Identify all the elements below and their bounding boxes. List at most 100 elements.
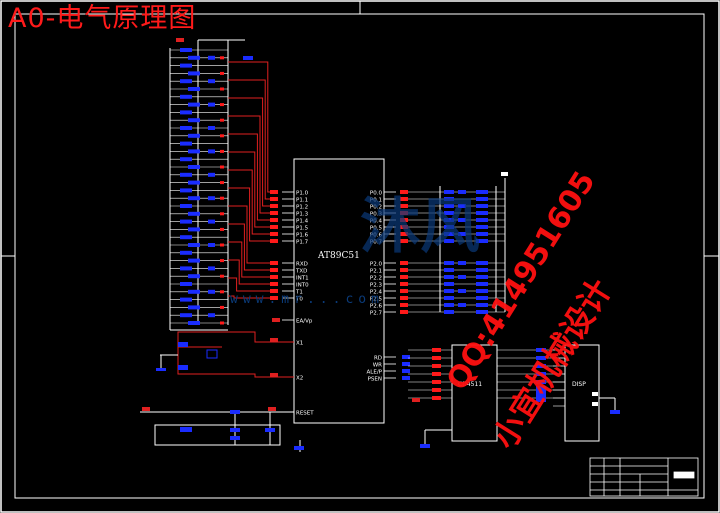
resistor-element [536,398,546,402]
resistor-element [444,261,454,265]
mcu-pin-pad [400,232,408,236]
wire [228,187,270,242]
mcu-pin-pad [400,239,408,243]
mcu-pin-pad [270,275,278,279]
mcu-pin-label: T0 [295,297,303,303]
resistor-element [458,190,466,194]
resistor-element [208,196,215,201]
junction-pad [220,274,224,278]
switch-element [180,48,192,52]
resistor-element [476,204,488,208]
junction-pad [220,118,224,122]
mcu-pin-pad [270,225,278,229]
mcu-name: AT89C51 [317,251,360,261]
resistor-element [458,303,466,307]
mcu-pin-label: RESET [296,411,314,417]
switch-element [180,94,192,99]
switch-element [180,79,192,84]
mcu-pin-pad [400,211,408,215]
mcu-pin-label: EA/Vp [296,319,313,325]
resistor-element [444,296,454,300]
junction-pad [220,305,224,309]
switch-element [180,63,192,68]
switch-element [188,243,200,247]
mcu-pin-label: P2.5 [370,297,383,303]
switch-element [188,196,200,201]
disp-body [564,344,600,442]
mcu-pin-pad [400,197,408,201]
junction-pad [220,165,224,169]
mcu-pin-pad [270,218,278,222]
switch-element [188,102,200,107]
switch-element [180,250,192,255]
resistor-element [476,211,488,215]
mcu-pin-label: P1.4 [296,219,309,225]
mcu-pin-pad [400,282,408,286]
wire [228,259,270,285]
resistor-element [444,211,454,215]
resistor-element [458,275,466,279]
watermark-logo: 沐风 [360,192,480,262]
resistor-element [458,204,466,208]
cd4511-pad [432,372,441,376]
junction-pad [220,196,224,200]
cd4511-ground [412,398,452,448]
mcu-pin-pad [400,225,408,229]
mcu-pin-label: P1.0 [296,191,309,197]
cd4511-pad [432,364,441,368]
mcu-pin-pad [400,218,408,222]
resistor-element [476,261,488,265]
port0-bus [408,190,505,314]
resistor-element [208,102,215,107]
resistor-element [536,372,546,376]
resistor-element [444,225,454,229]
crystal-parts [156,342,218,371]
resistor-element [476,239,488,243]
port0-rails [439,178,506,312]
resistor-element [476,225,488,229]
mcu-pin-pad [402,369,410,373]
resistor-element [208,149,215,154]
mcu-pin-label: INT0 [296,283,309,289]
junction-pad [220,71,224,75]
switch-element [180,282,192,286]
cd4511-body [451,344,498,442]
switch-element [188,165,200,169]
switch-rows [170,48,228,325]
wire [228,169,270,235]
mcu-pin-pad [270,204,278,208]
junction-pad [220,259,224,263]
disp-pins [553,349,565,407]
mcu-pin-pad [270,211,278,215]
switch-element [180,313,192,318]
mcu-pin-pad [270,239,278,243]
resistor-element [476,282,488,286]
junction-pad [220,134,224,138]
switch-element [188,289,200,294]
mcu-pin-pad [400,275,408,279]
switch-element [180,219,192,224]
mcu-pin-pad [400,310,408,314]
mcu-pin-label: P1.1 [296,198,308,204]
mcu-pin-label: P0.7 [370,240,383,246]
resistor-element [444,275,454,279]
mcu-pin-pad [400,268,408,272]
wire [228,97,270,207]
cd4511-pad [432,380,441,384]
switch-element [180,157,192,162]
mcu-pin-label: T1 [295,290,303,296]
mcu-pin-label: P2.0 [370,262,383,268]
ground-top [243,56,253,60]
resistor-element [208,266,215,271]
mcu-pin-pad [402,376,410,380]
resistor-element [458,218,466,222]
resistor-element [476,303,488,307]
resistor-element [476,218,488,222]
wire [228,295,270,299]
vcc-marker [501,172,508,176]
junction-pad [220,227,224,231]
cd4511-pad [432,348,441,352]
resistor-element [458,232,466,236]
resistor-element [444,218,454,222]
